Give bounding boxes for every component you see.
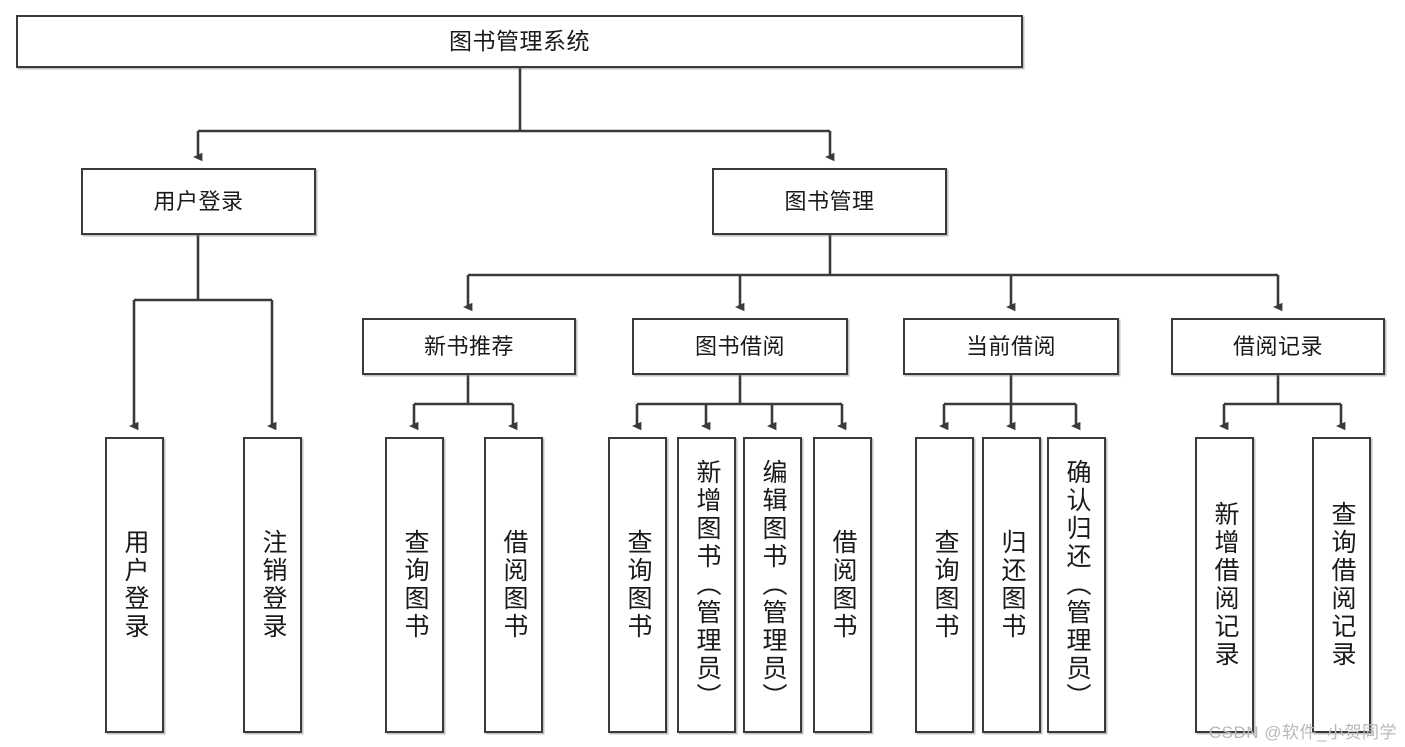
node-label: 查询图书 — [401, 529, 429, 641]
leaf-query-book-recommend[interactable]: 查询图书 — [385, 437, 444, 733]
leaf-user-login[interactable]: 用户登录 — [105, 437, 164, 733]
node-label: 用户登录 — [153, 188, 244, 214]
node-borrow-record[interactable]: 借阅记录 — [1171, 318, 1385, 375]
node-book-borrow[interactable]: 图书借阅 — [632, 318, 848, 375]
node-label: 新增图书（管理员） — [693, 459, 721, 711]
node-label: 归还图书 — [998, 529, 1026, 641]
node-label: 确认归还（管理员） — [1063, 459, 1091, 711]
node-book-management[interactable]: 图书管理 — [712, 168, 947, 235]
node-label: 用户登录 — [121, 529, 149, 641]
node-label: 注销登录 — [259, 529, 287, 641]
node-label: 图书管理系统 — [449, 27, 590, 54]
node-label: 查询图书 — [624, 529, 652, 641]
leaf-query-borrow-record[interactable]: 查询借阅记录 — [1312, 437, 1371, 733]
leaf-query-book-current[interactable]: 查询图书 — [915, 437, 974, 733]
leaf-borrow-book[interactable]: 借阅图书 — [813, 437, 872, 733]
node-user-login[interactable]: 用户登录 — [81, 168, 316, 235]
leaf-borrow-book-recommend[interactable]: 借阅图书 — [484, 437, 543, 733]
node-label: 借阅图书 — [500, 529, 528, 641]
node-root-system[interactable]: 图书管理系统 — [16, 15, 1023, 68]
leaf-add-borrow-record[interactable]: 新增借阅记录 — [1195, 437, 1254, 733]
node-label: 借阅图书 — [829, 529, 857, 641]
leaf-edit-book-admin[interactable]: 编辑图书（管理员） — [743, 437, 802, 733]
node-label: 图书借阅 — [694, 333, 785, 359]
node-new-book-recommend[interactable]: 新书推荐 — [362, 318, 576, 375]
leaf-query-book-borrow[interactable]: 查询图书 — [608, 437, 667, 733]
leaf-add-book-admin[interactable]: 新增图书（管理员） — [677, 437, 736, 733]
node-current-borrow[interactable]: 当前借阅 — [903, 318, 1119, 375]
node-label: 当前借阅 — [965, 333, 1056, 359]
leaf-confirm-return-admin[interactable]: 确认归还（管理员） — [1047, 437, 1106, 733]
node-label: 编辑图书（管理员） — [759, 459, 787, 711]
node-label: 查询借阅记录 — [1328, 501, 1356, 669]
node-label: 图书管理 — [784, 188, 875, 214]
leaf-logout[interactable]: 注销登录 — [243, 437, 302, 733]
node-label: 新增借阅记录 — [1211, 501, 1239, 669]
node-label: 借阅记录 — [1232, 333, 1323, 359]
node-label: 新书推荐 — [423, 333, 514, 359]
csdn-watermark: CSDN @软件_小贺同学 — [1208, 723, 1397, 742]
node-label: 查询图书 — [931, 529, 959, 641]
leaf-return-book[interactable]: 归还图书 — [982, 437, 1041, 733]
